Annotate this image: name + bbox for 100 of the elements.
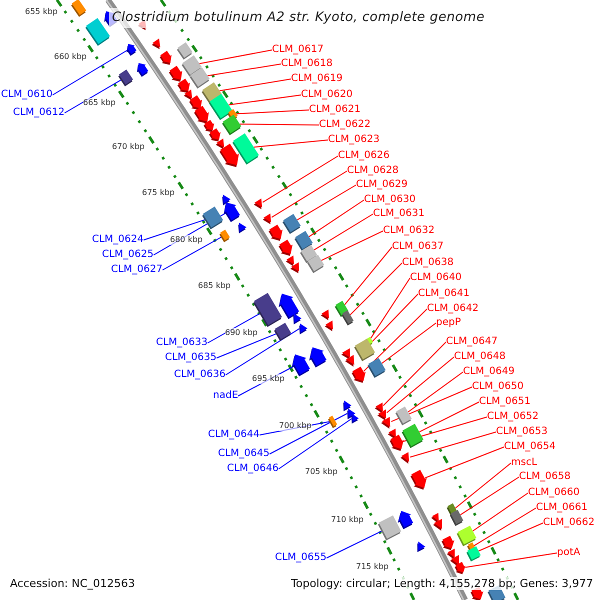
scale-label: 685 kbp	[198, 281, 231, 291]
gene-label: CLM_0640	[410, 272, 462, 284]
gene-pentagon	[454, 562, 466, 574]
leader-line	[143, 218, 207, 240]
scale-label: 675 kbp	[142, 188, 175, 198]
gene-label: CLM_0642	[427, 303, 479, 315]
gene-triangle	[446, 548, 455, 560]
gene-label: CLM_0621	[309, 104, 361, 116]
gene-label: CLM_0627	[111, 264, 163, 276]
gene-label: CLM_0650	[472, 381, 524, 393]
gene-pentagon	[168, 66, 182, 82]
leader-line	[207, 312, 262, 344]
gene-label: CLM_0628	[347, 165, 399, 177]
leader-line	[320, 230, 384, 261]
leader-line	[253, 140, 328, 148]
leader-line	[162, 236, 223, 270]
gene-triangle	[377, 409, 386, 420]
leader-line	[308, 200, 364, 238]
gene-label: CLM_0633	[156, 337, 208, 349]
leader-line	[326, 530, 384, 558]
gene-pentagon	[208, 128, 221, 142]
leader-line	[410, 432, 496, 458]
gene-block	[208, 94, 232, 120]
leader-line	[382, 342, 446, 406]
leader-line	[271, 170, 348, 218]
leader-line	[52, 49, 128, 96]
leader-line	[464, 552, 558, 568]
gene-pentagon	[309, 347, 327, 368]
gene-block	[176, 42, 192, 60]
gene-label: CLM_0647	[446, 336, 498, 348]
leader-line	[314, 214, 374, 250]
gene-label: CLM_0641	[418, 288, 470, 300]
gene-label: CLM_0644	[208, 429, 260, 441]
leader-line	[370, 278, 410, 339]
gene-pentagon	[136, 63, 148, 77]
leader-line	[344, 246, 392, 306]
gene-block	[118, 70, 134, 86]
gene-label: CLM_0610	[1, 89, 53, 101]
scale-label: 670 kbp	[112, 142, 145, 152]
gene-block	[307, 254, 324, 274]
accession-text: Accession: NC_012563	[8, 576, 138, 590]
leader-line	[278, 418, 352, 470]
leader-line	[296, 184, 356, 220]
gene-label: pepP	[436, 317, 461, 329]
gene-triangle	[152, 38, 160, 50]
gene-label: CLM_0625	[102, 249, 154, 261]
gene-label: CLM_0637	[392, 241, 444, 253]
gene-label: CLM_0660	[528, 487, 580, 499]
gene-block	[402, 424, 424, 448]
scale-label: 665 kbp	[83, 98, 116, 108]
gene-label: CLM_0626	[338, 150, 390, 162]
gene-label: CLM_0632	[383, 225, 435, 237]
leader-line	[460, 476, 520, 516]
gene-block	[450, 510, 464, 526]
gene-pentagon	[194, 106, 209, 124]
gene-label: CLM_0661	[536, 502, 588, 514]
scale-label: 705 kbp	[305, 467, 338, 477]
gene-pentagon	[268, 224, 283, 241]
leader-line	[153, 212, 227, 256]
leader-line	[363, 308, 428, 372]
gene-block	[368, 358, 386, 378]
leader-line	[269, 413, 348, 454]
leader-line	[472, 492, 528, 532]
gene-triangle	[216, 138, 224, 150]
gene-label: CLM_0658	[519, 471, 571, 483]
gene-triangle	[351, 414, 359, 424]
gene-label: CLM_0619	[291, 73, 343, 85]
gene-triangle	[374, 402, 383, 414]
gene-label: potA	[557, 547, 580, 559]
gene-triangle	[184, 89, 192, 100]
leader-line	[64, 78, 123, 114]
gene-pentagon	[160, 50, 172, 65]
leader-line	[207, 64, 282, 76]
scale-label: 695 kbp	[252, 374, 285, 384]
gene-label: CLM_0646	[227, 463, 279, 475]
gene-label: CLM_0638	[402, 257, 454, 269]
gene-pentagon	[219, 144, 239, 168]
leader-line	[390, 386, 472, 422]
gene-block	[395, 406, 412, 426]
leader-line	[478, 522, 544, 552]
gene-block	[85, 18, 110, 46]
gene-triangle	[433, 518, 442, 531]
scale-label: 680 kbp	[170, 235, 203, 245]
gene-label: CLM_0649	[463, 366, 515, 378]
gene-pentagon	[292, 354, 310, 376]
gene-pentagon	[126, 44, 136, 56]
gene-label: CLM_0624	[92, 234, 144, 246]
gene-block	[354, 338, 376, 362]
gene-block	[253, 292, 282, 327]
gene-block	[456, 526, 476, 546]
gene-triangle	[286, 256, 294, 266]
leader-line	[402, 416, 488, 442]
leader-line	[199, 50, 272, 64]
gene-pentagon	[189, 95, 202, 110]
scale-label: 715 kbp	[356, 562, 389, 572]
gene-label: CLM_0651	[479, 396, 531, 408]
leader-line	[418, 402, 480, 432]
gene-block	[190, 67, 210, 89]
gene-label: CLM_0622	[319, 119, 371, 131]
gene-label: CLM_0631	[373, 208, 425, 220]
